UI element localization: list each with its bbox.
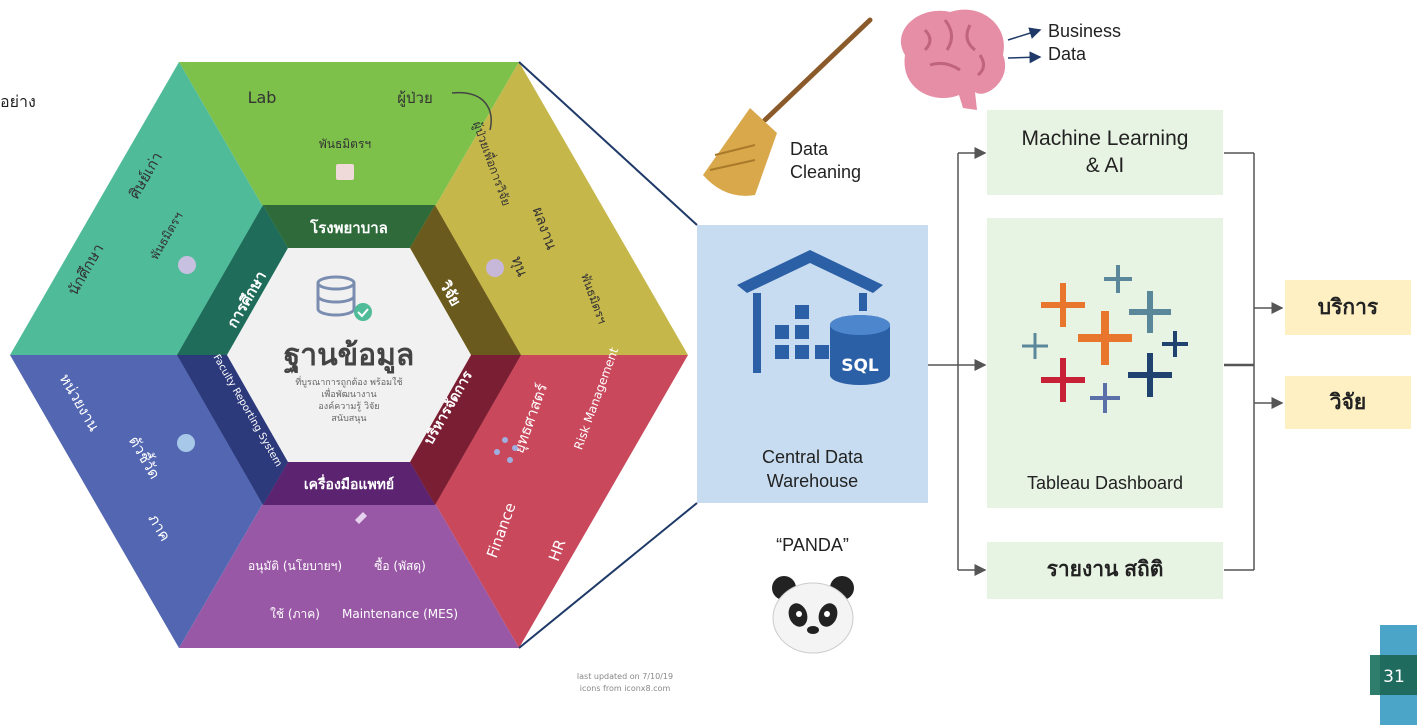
brain-output-data: Data xyxy=(1048,44,1087,65)
corner-text: อย่าง xyxy=(0,94,36,111)
band-reporting xyxy=(177,355,288,505)
tableau-label: Tableau Dashboard xyxy=(1026,473,1184,493)
ml-label-line: & AI xyxy=(1085,153,1125,177)
band-education xyxy=(177,205,288,355)
band-label-medical-devices: เครื่องมือแพทย์ xyxy=(304,474,394,493)
broom-label-line: Cleaning xyxy=(790,162,862,183)
tableau-dashboard-box: Tableau Dashboard xyxy=(987,218,1223,508)
ml-label-line: Machine Learning xyxy=(1021,127,1189,151)
center-desc-line: ที่บูรณาการถูกต้อง พร้อมใช้ xyxy=(295,375,402,388)
database-icon xyxy=(316,275,372,321)
brain-output-business: Business xyxy=(1048,21,1122,41)
central-data-warehouse: SQL Central Data Warehouse xyxy=(697,225,928,503)
warehouse-label-line: Warehouse xyxy=(766,471,859,492)
output-research-box: วิจัย xyxy=(1285,376,1411,429)
network-icon xyxy=(494,437,518,463)
band-medical-devices xyxy=(263,462,435,505)
tableau-logo-icon xyxy=(1022,265,1188,413)
center-desc-line: สนับสนุน xyxy=(331,414,366,424)
center-hexagon xyxy=(227,248,471,462)
broom-icon xyxy=(703,17,873,196)
brain-outputs: Business Data xyxy=(1048,20,1121,67)
label-buy: ซื้อ (พัสดุ) xyxy=(374,557,426,574)
label-patient: ผู้ป่วย xyxy=(397,89,433,107)
research-icon xyxy=(486,259,504,277)
data-cleaning-label: Data Cleaning xyxy=(790,138,861,185)
ml-ai-box: Machine Learning & AI xyxy=(987,110,1223,195)
center-title: ฐานข้อมูล xyxy=(284,338,415,375)
patient-arrow xyxy=(451,92,492,131)
broom-label-line: Data xyxy=(790,139,829,159)
band-hospital xyxy=(263,205,435,248)
band-management xyxy=(410,355,521,505)
center-desc-line: เพื่อพัฒนางาน xyxy=(321,387,376,400)
graduation-icon xyxy=(178,256,196,274)
panda-icon xyxy=(772,576,854,654)
panda-label: “PANDA” xyxy=(776,535,849,555)
center-desc-line: องค์ความรู้ วิจัย xyxy=(318,400,379,412)
syringe-icon xyxy=(355,512,367,524)
band-label-hospital: โรงพยาบาล xyxy=(309,218,388,237)
output-service-box: บริการ xyxy=(1285,280,1411,335)
sql-label: SQL xyxy=(841,356,879,376)
warehouse-label: Central Data Warehouse xyxy=(697,445,928,494)
label-partners: พันธมิตรฯ xyxy=(319,137,371,151)
globe-icon xyxy=(177,434,195,452)
report-stats-box: รายงาน สถิติ xyxy=(987,542,1223,599)
page-number: 31 xyxy=(1383,667,1405,687)
page-number-badge: 31 xyxy=(1370,625,1417,725)
band-research xyxy=(410,205,521,355)
footnote-updated: last updated on 7/10/19 xyxy=(577,672,673,681)
warehouse-icon: SQL xyxy=(737,250,890,385)
brain-icon xyxy=(901,9,1006,110)
hospital-icon xyxy=(336,164,354,180)
label-lab: Lab xyxy=(248,88,277,107)
label-maintenance: Maintenance (MES) xyxy=(342,607,458,621)
footnote-icons: icons from iconx8.com xyxy=(580,684,671,693)
label-use: ใช้ (ภาค) xyxy=(270,607,320,621)
warehouse-label-line: Central Data xyxy=(761,447,864,467)
label-approve: อนุมัติ (นโยบายฯ) xyxy=(248,559,342,574)
data-hexagon-diagram: ฐานข้อมูล ที่บูรณาการถูกต้อง พร้อมใช้ เพ… xyxy=(10,62,688,693)
